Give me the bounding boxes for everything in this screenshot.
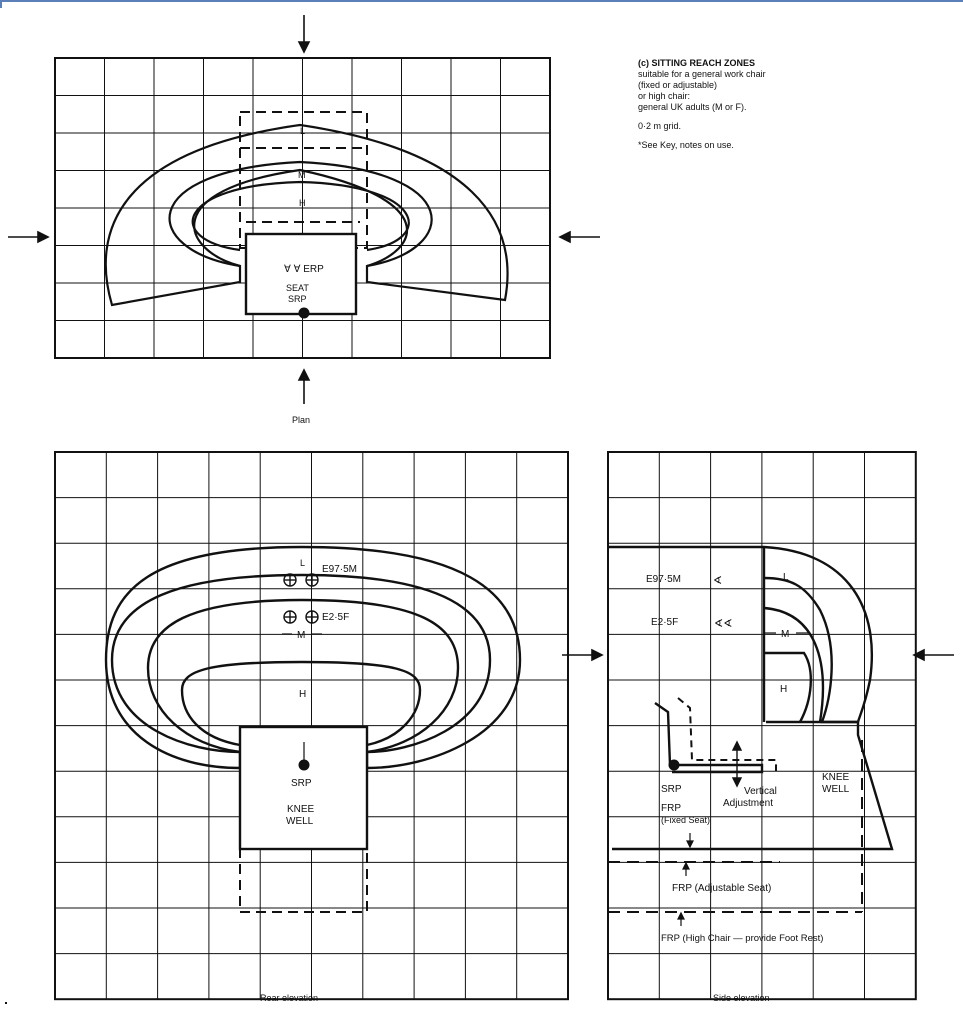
rear-caption: Rear elevation xyxy=(260,993,318,1003)
side-seat-adjustable xyxy=(677,697,777,772)
side-adjustment-label: Adjustment xyxy=(723,798,773,809)
side-frp-label: FRP xyxy=(661,803,681,814)
rear-labels: L E97·5M E2·5F M H SRP KNEE WELL Rear el… xyxy=(260,558,357,1003)
side-elevation-view xyxy=(562,451,954,1001)
side-e97-label: E97·5M xyxy=(646,574,681,585)
plan-arrow-bottom xyxy=(297,368,311,404)
side-frp-high-label: FRP (High Chair — provide Foot Rest) xyxy=(661,933,823,944)
plan-arrow-right xyxy=(558,230,600,244)
side-zone-m-label: M xyxy=(781,629,789,640)
side-eye-symbol-1: ∢ xyxy=(713,575,722,587)
plan-erp-label: ∀ ∀ ERP xyxy=(284,264,324,275)
notes-panel: (c) SITTING REACH ZONES suitable for a g… xyxy=(638,58,938,151)
plan-zone-h-outline xyxy=(191,180,410,252)
rear-dashed-extension xyxy=(239,848,368,913)
side-knee-label: KNEE xyxy=(822,772,850,783)
side-frp-fixed-arrow xyxy=(686,833,694,849)
side-caption: Side elevation xyxy=(713,993,770,1003)
plan-srp-point xyxy=(298,307,310,319)
plan-labels: L M H ∀ ∀ ERP SEAT SRP Plan xyxy=(284,126,324,425)
rear-zone-l-label: L xyxy=(300,558,305,568)
rear-knee-label: KNEE xyxy=(287,804,315,815)
side-zone-m-outline xyxy=(763,606,825,723)
rear-e2-label: E2·5F xyxy=(322,612,349,623)
side-arrow-left xyxy=(562,648,604,662)
plan-arrow-left xyxy=(8,230,50,244)
plan-zone-l-label: L xyxy=(300,126,305,136)
rear-zone-h-label: H xyxy=(299,689,306,700)
side-e2-label: E2·5F xyxy=(651,617,678,628)
side-eye-symbol-2: ∢∢ xyxy=(714,618,732,630)
rear-elevation-view xyxy=(54,451,569,1001)
plan-arrow-top xyxy=(297,15,311,54)
notes-line-4: general UK adults (M or F). xyxy=(638,102,747,112)
rear-e97-label: E97·5M xyxy=(322,564,357,575)
side-well-label: WELL xyxy=(822,784,850,795)
notes-grid: 0·2 m grid. xyxy=(638,121,682,131)
plan-srp-label: SRP xyxy=(288,294,307,304)
notes-line-1: suitable for a general work chair xyxy=(638,69,766,79)
notes-title: (c) SITTING REACH ZONES xyxy=(638,58,756,68)
side-frp-high-arrow xyxy=(677,911,685,926)
plan-zone-m-outline xyxy=(168,160,433,268)
top-border xyxy=(0,0,963,2)
side-frp-adjustable-arrow xyxy=(682,861,690,876)
top-border-corner xyxy=(0,0,2,8)
plan-seat-label: SEAT xyxy=(286,283,309,293)
side-seat-fixed xyxy=(654,702,764,774)
rear-zone-l-outline xyxy=(104,545,522,770)
rear-srp-label: SRP xyxy=(291,778,312,789)
rear-eye-symbols xyxy=(283,573,319,624)
side-frp-adjustable-label: FRP (Adjustable Seat) xyxy=(672,883,771,894)
side-srp-point xyxy=(668,759,680,771)
rear-well-label: WELL xyxy=(286,816,314,827)
rear-zone-m-outline xyxy=(146,598,460,754)
notes-key: *See Key, notes on use. xyxy=(638,140,734,150)
side-arrow-right xyxy=(912,648,954,662)
plan-view xyxy=(8,15,600,404)
rear-srp-point xyxy=(298,759,310,771)
rear-zone-m-label: M xyxy=(297,630,305,641)
side-zone-h-outline xyxy=(764,651,813,723)
notes-line-3: or high chair: xyxy=(638,91,691,101)
side-grid xyxy=(607,451,917,1001)
notes-line-2: (fixed or adjustable) xyxy=(638,80,718,90)
rear-grid xyxy=(54,451,569,1001)
side-zone-l-outline xyxy=(608,545,874,724)
plan-zone-h-label: H xyxy=(299,198,306,208)
side-fixed-seat-label: (Fixed Seat) xyxy=(661,815,710,825)
side-zone-h-label: H xyxy=(780,684,787,695)
side-srp-label: SRP xyxy=(661,784,682,795)
plan-caption: Plan xyxy=(292,415,310,425)
plan-zone-m-label: M xyxy=(298,170,306,180)
corner-dot xyxy=(5,1002,7,1004)
side-vertical-adjustment-arrow xyxy=(731,740,743,788)
plan-seat-box xyxy=(244,232,358,316)
side-vertical-label: Vertical xyxy=(744,786,777,797)
side-labels: L E97·5M ∢ E2·5F ∢∢ M H SRP Vertical Adj… xyxy=(646,572,850,1003)
side-zone-l-label: L xyxy=(783,572,789,583)
rear-zone-h-outline xyxy=(180,660,422,747)
